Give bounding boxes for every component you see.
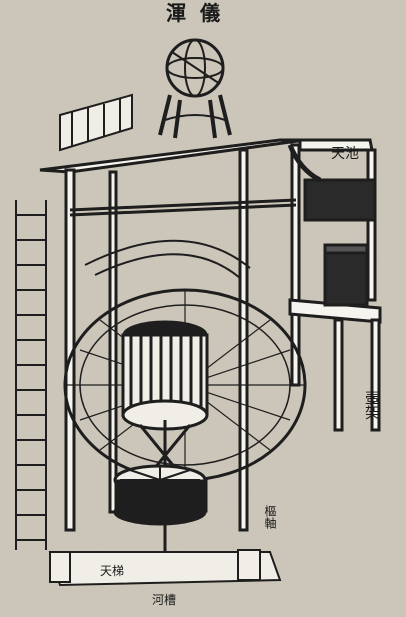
gear-arch xyxy=(84,239,251,279)
base-beam xyxy=(48,549,282,587)
label-hujia: 壺架 xyxy=(363,390,381,420)
balustrade xyxy=(59,93,133,152)
water-stand xyxy=(287,138,382,432)
lower-gear xyxy=(113,464,208,526)
stair-ladder xyxy=(15,200,47,550)
label-tianchi: 天池 xyxy=(331,146,359,162)
label-shuzhen: 樞軸 xyxy=(263,504,277,530)
label-tianti: 天梯 xyxy=(100,564,124,578)
title-text: 渾儀 xyxy=(166,1,234,25)
central-drum xyxy=(121,320,209,431)
label-hecao: 河槽 xyxy=(152,593,176,607)
armillary-sphere xyxy=(158,38,232,139)
